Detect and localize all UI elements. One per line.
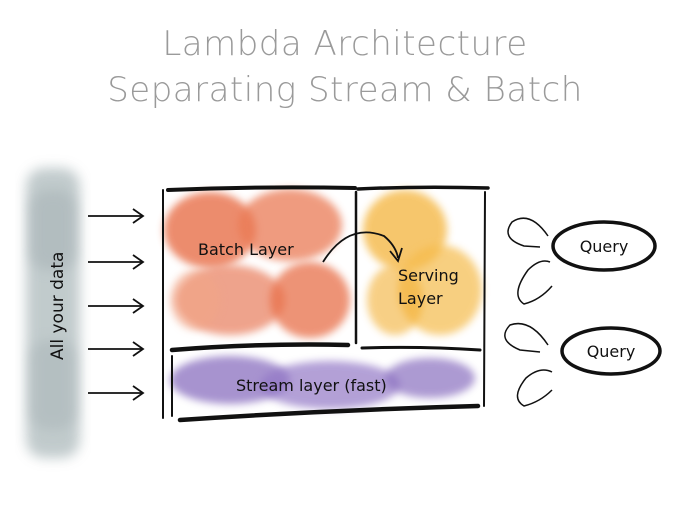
- arrow-right-icon: [88, 298, 145, 314]
- arrow-head-icon: [389, 247, 403, 263]
- query-node-2: Query: [560, 326, 662, 376]
- serving-layer: Serving Layer: [363, 190, 482, 335]
- layer-frame: [162, 185, 490, 423]
- query-label: Query: [587, 342, 636, 361]
- input-arrows: [88, 208, 145, 401]
- arrow-right-icon: [88, 254, 145, 270]
- query-node-1: Query: [551, 220, 657, 272]
- batch-layer-label: Batch Layer: [198, 240, 294, 259]
- stream-layer: Stream layer (fast): [170, 356, 475, 409]
- curl-arrow-icon: [507, 217, 549, 248]
- data-source-column: All your data: [26, 168, 80, 458]
- arrow-right-icon: [88, 341, 145, 357]
- curl-arrow-icon: [504, 322, 549, 353]
- batch-to-serving-arrow: [322, 231, 399, 263]
- query-arrows: [504, 217, 553, 407]
- title-line-1: Lambda Architecture: [162, 24, 528, 64]
- serving-layer-label-line1: Serving: [398, 266, 459, 285]
- arrow-right-icon: [88, 385, 145, 401]
- stream-layer-label: Stream layer (fast): [236, 376, 387, 395]
- curl-arrow-icon: [517, 260, 553, 305]
- curl-arrow-icon: [516, 369, 553, 407]
- title-line-2: Separating Stream & Batch: [107, 70, 583, 110]
- query-label: Query: [580, 237, 629, 256]
- serving-layer-label-line2: Layer: [398, 289, 443, 308]
- batch-layer: Batch Layer: [164, 189, 350, 338]
- arrow-right-icon: [88, 208, 145, 224]
- data-source-label: All your data: [48, 252, 68, 360]
